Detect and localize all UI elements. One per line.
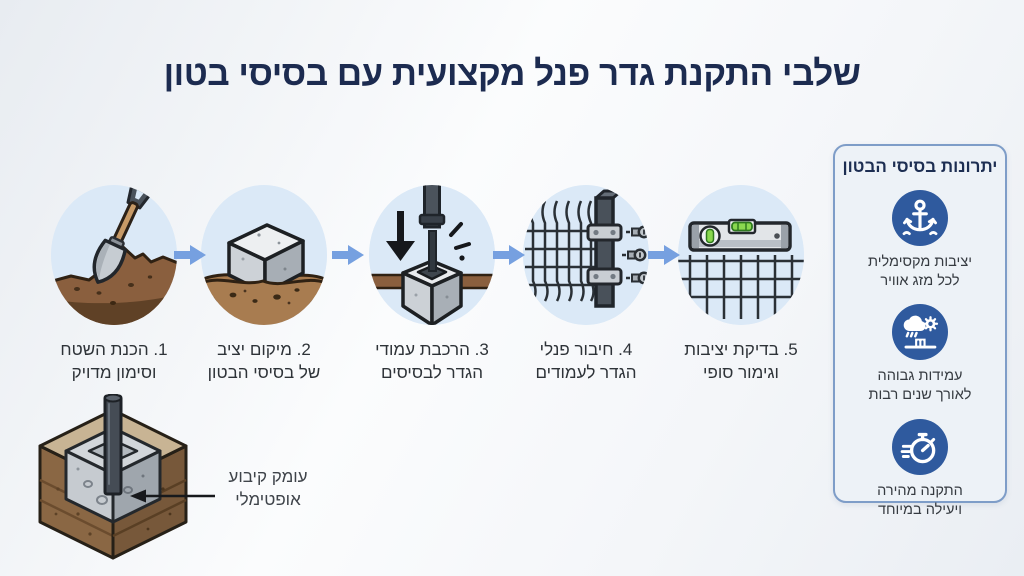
stopwatch-icon bbox=[891, 418, 948, 475]
shovel-icon bbox=[51, 185, 177, 325]
step-3-caption: 3. הרכבת עמודי הגדר לבסיסים bbox=[375, 340, 489, 382]
step-4-circle bbox=[523, 185, 649, 325]
benefit-durability-label: עמידות גבוהה לאורך שנים רבות bbox=[868, 368, 972, 404]
step-1-caption: 1. הכנת השטח וסימון מדויק bbox=[60, 340, 168, 382]
flow-arrow-2 bbox=[332, 245, 364, 265]
post-depth-cutaway-icon bbox=[38, 394, 188, 560]
benefit-stability-label: יציבות מקסימלית לכל מזג אוויר bbox=[868, 254, 972, 290]
post-install-icon bbox=[369, 185, 495, 325]
step-4-caption: 4. חיבור פנלי הגדר לעמודים bbox=[535, 340, 637, 382]
step-3: 3. הרכבת עמודי הגדר לבסיסים bbox=[357, 185, 507, 385]
step-5: 5. בדיקת יציבות וגימור סופי bbox=[666, 185, 816, 385]
anchor-icon bbox=[892, 190, 948, 246]
depth-callout-arrow bbox=[130, 488, 215, 504]
step-5-caption: 5. בדיקת יציבות וגימור סופי bbox=[684, 340, 798, 382]
cutaway-illustration bbox=[28, 394, 198, 569]
step-1: 1. הכנת השטח וסימון מדויק bbox=[39, 185, 189, 385]
page-title: שלבי התקנת גדר פנל מקצועית עם בסיסי בטון bbox=[163, 54, 861, 93]
step-3-circle bbox=[369, 185, 495, 325]
benefit-durability: עמידות גבוהה לאורך שנים רבות bbox=[868, 291, 972, 405]
step-1-circle bbox=[51, 185, 177, 325]
concrete-block-icon bbox=[201, 185, 327, 325]
benefit-speed: התקנה מהירה ויעילה במיוחד bbox=[877, 406, 963, 520]
step-2: 2. מיקום יציב של בסיסי הבטון bbox=[189, 185, 339, 385]
flow-arrow-4 bbox=[648, 245, 680, 265]
step-5-circle bbox=[678, 185, 804, 325]
depth-callout-label: עומק קיבוע אופטימלי bbox=[228, 467, 308, 509]
benefit-stability: יציבות מקסימלית לכל מזג אוויר bbox=[868, 177, 972, 291]
flow-arrow-3 bbox=[493, 245, 525, 265]
benefits-panel: יתרונות בסיסי הבטון יציבות מקסימלית לכל … bbox=[833, 144, 1007, 518]
step-2-caption: 2. מיקום יציב של בסיסי הבטון bbox=[207, 340, 321, 382]
fence-panel-icon bbox=[523, 185, 649, 325]
spirit-level-icon bbox=[678, 185, 804, 325]
flow-arrow-1 bbox=[174, 245, 206, 265]
benefits-panel-title: יתרונות בסיסי הבטון bbox=[842, 157, 998, 176]
step-2-circle bbox=[201, 185, 327, 325]
benefit-speed-label: התקנה מהירה ויעילה במיוחד bbox=[877, 482, 963, 518]
step-4: 4. חיבור פנלי הגדר לעמודים bbox=[511, 185, 661, 385]
weather-icon bbox=[891, 304, 948, 361]
